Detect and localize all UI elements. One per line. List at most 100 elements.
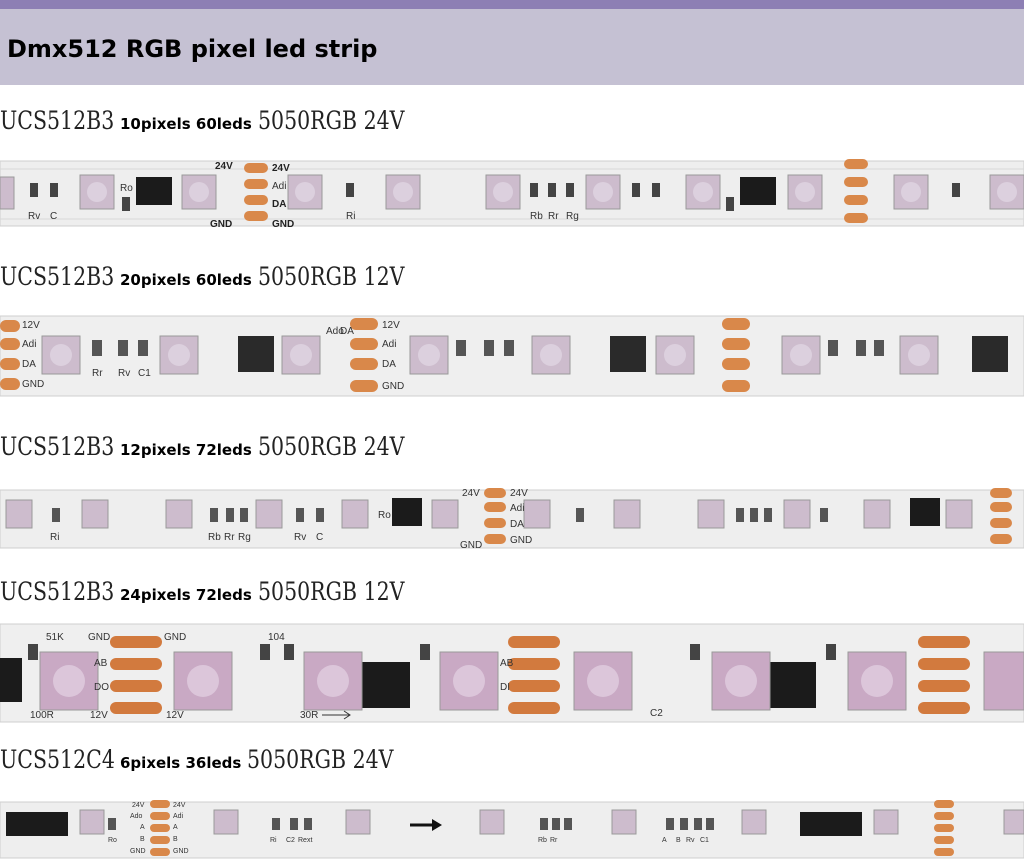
- pad-label: Adi: [510, 503, 524, 514]
- led-strip-photo-5: 24V Ado A B GND 24V Adi A B GND Ro Ri C2…: [0, 796, 1024, 862]
- strip-label-5: UCS512C4 6pixels 36leds 5050RGB 24V: [0, 745, 447, 781]
- component-marking: Ri: [270, 837, 277, 844]
- pad-label: Adi: [22, 339, 36, 350]
- strip-pixels-leds: 24pixels 72leds: [120, 586, 252, 604]
- pad-label: 12V: [90, 710, 108, 721]
- pad-label: Adi: [173, 813, 184, 820]
- strip-model: UCS512B3: [0, 262, 115, 291]
- strip-label-3: UCS512B3 12pixels 72leds 5050RGB 24V: [0, 432, 458, 468]
- component-marking: C2: [286, 837, 295, 844]
- pad-label: DA: [22, 359, 36, 370]
- component-marking: 30R: [300, 710, 318, 721]
- pad-label: DA: [510, 519, 524, 530]
- component-marking: Rr: [224, 532, 235, 543]
- pad-label: Adi: [272, 181, 286, 192]
- pad-label: Adi: [382, 339, 396, 350]
- pad-label: 12V: [22, 320, 40, 331]
- led-strip-photo-1: 24V 24V Adi DA GND GND Rv C Ro Ri Rb Rr …: [0, 157, 1024, 230]
- pad-label: A: [173, 824, 178, 831]
- component-marking: Rb: [530, 211, 543, 222]
- component-marking: Rr: [92, 368, 103, 379]
- strip-spec: 5050RGB 24V: [257, 432, 405, 461]
- pad-label: GND: [164, 632, 186, 643]
- component-marking: DA: [340, 326, 354, 337]
- pad-label: GND: [88, 632, 110, 643]
- component-marking: Rext: [298, 837, 312, 844]
- pad-label: 24V: [510, 488, 528, 499]
- pad-label: AB: [94, 658, 108, 669]
- pad-label: GND: [130, 848, 146, 855]
- pad-label: GND: [210, 219, 232, 230]
- strip-pixels-leds: 6pixels 36leds: [120, 754, 242, 772]
- component-marking: Rr: [550, 837, 558, 844]
- component-marking: Rv: [118, 368, 130, 379]
- pad-label: GND: [382, 381, 404, 392]
- pad-label: GND: [173, 848, 189, 855]
- pad-label: AB: [500, 658, 514, 669]
- pad-label: B: [140, 836, 145, 843]
- component-marking: Ro: [120, 183, 133, 194]
- component-marking: Ado: [326, 326, 344, 337]
- strip-model: UCS512B3: [0, 432, 115, 461]
- component-marking: C2: [650, 708, 663, 719]
- pad-label: GND: [460, 540, 482, 551]
- component-marking: A: [662, 837, 667, 844]
- strip-pixels-leds: 10pixels 60leds: [120, 115, 252, 133]
- component-marking: Rb: [538, 837, 547, 844]
- pad-label: Ado: [130, 813, 143, 820]
- strip-pixels-leds: 20pixels 60leds: [120, 271, 252, 289]
- pad-label: 24V: [462, 488, 480, 499]
- strip-spec: 5050RGB 24V: [257, 106, 405, 135]
- strip-model: UCS512B3: [0, 577, 115, 606]
- component-marking: Ro: [108, 837, 117, 844]
- component-marking: C1: [138, 368, 151, 379]
- component-marking: Rr: [548, 211, 559, 222]
- component-marking: B: [676, 837, 681, 844]
- component-marking: Rb: [208, 532, 221, 543]
- led-strip-photo-2: 12V Adi DA GND 12V Adi DA GND Rr Rv C1 A…: [0, 314, 1024, 398]
- pad-label: GND: [22, 379, 44, 390]
- pad-label: GND: [510, 535, 532, 546]
- component-marking: C: [316, 532, 323, 543]
- strip-spec: 5050RGB 24V: [247, 745, 394, 774]
- led-strip-photo-3: 24V 24V Adi DA GND GND Ri Rb Rr Rg Rv C …: [0, 486, 1024, 552]
- component-marking: 104: [268, 632, 285, 643]
- header-band: Dmx512 RGB pixel led strip: [0, 9, 1024, 85]
- component-marking: Rg: [238, 532, 251, 543]
- strip-label-1: UCS512B3 10pixels 60leds 5050RGB 24V: [0, 106, 458, 142]
- pad-label: 12V: [382, 320, 400, 331]
- component-marking: Rv: [686, 837, 695, 844]
- strip-model: UCS512C4: [0, 745, 115, 774]
- strip-label-4: UCS512B3 24pixels 72leds 5050RGB 12V: [0, 577, 458, 613]
- pad-label: 24V: [215, 161, 233, 172]
- pad-label: GND: [272, 219, 294, 230]
- pad-label: B: [173, 836, 178, 843]
- led-strip-photo-4: GND AB DO 12V GND AB DI 12V 51K 100R 104…: [0, 622, 1024, 724]
- component-marking: Rv: [28, 211, 40, 222]
- strip-model: UCS512B3: [0, 106, 115, 135]
- strip-label-2: UCS512B3 20pixels 60leds 5050RGB 12V: [0, 262, 458, 298]
- component-marking: C: [50, 211, 57, 222]
- strip-spec: 5050RGB 12V: [257, 577, 405, 606]
- component-marking: Ri: [346, 211, 355, 222]
- pad-label: DO: [94, 682, 109, 693]
- component-marking: 100R: [30, 710, 54, 721]
- pad-label: 24V: [173, 802, 186, 809]
- pad-label: DA: [272, 199, 286, 210]
- pad-label: DA: [382, 359, 396, 370]
- component-marking: Rg: [566, 211, 579, 222]
- component-marking: Rv: [294, 532, 306, 543]
- pad-label: 24V: [132, 802, 145, 809]
- strip-pixels-leds: 12pixels 72leds: [120, 441, 252, 459]
- top-accent-bar: [0, 0, 1024, 9]
- pad-label: DI: [500, 682, 510, 693]
- component-marking: Ro: [378, 510, 391, 521]
- component-marking: 51K: [46, 632, 64, 643]
- component-marking: C1: [700, 837, 709, 844]
- component-marking: Ri: [50, 532, 59, 543]
- pad-label: 12V: [166, 710, 184, 721]
- pad-label: A: [140, 824, 145, 831]
- strip-spec: 5050RGB 12V: [257, 262, 405, 291]
- page-title: Dmx512 RGB pixel led strip: [7, 35, 378, 63]
- pad-label: 24V: [272, 163, 290, 174]
